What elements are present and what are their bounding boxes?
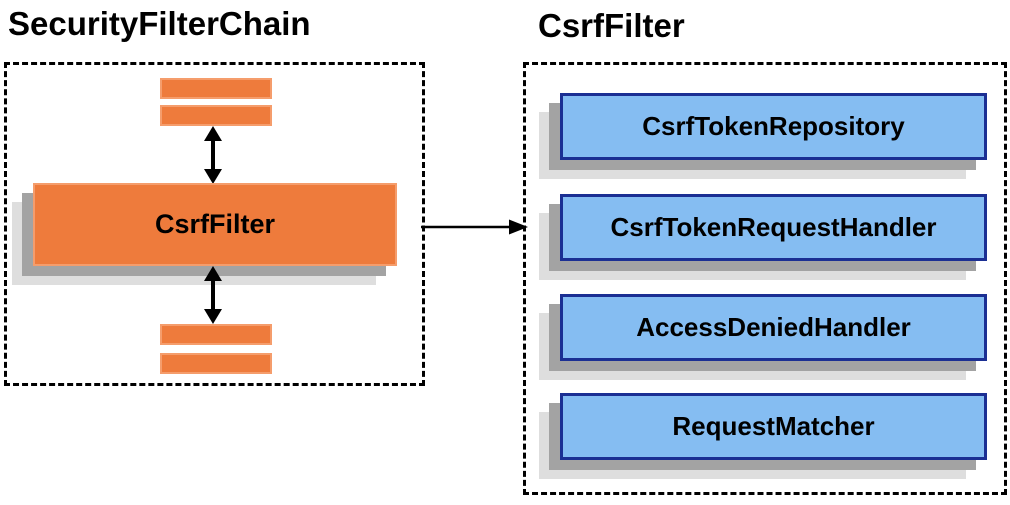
access-denied-handler-box: AccessDeniedHandler <box>560 294 987 361</box>
flow-arrow-icon <box>421 219 528 235</box>
filter-placeholder-bar <box>160 105 272 126</box>
component-box-label: CsrfTokenRequestHandler <box>610 212 937 242</box>
component-box-label: RequestMatcher <box>672 411 875 441</box>
csrf-token-request-handler-box: CsrfTokenRequestHandler <box>560 194 987 261</box>
component-box-label: AccessDeniedHandler <box>636 312 911 342</box>
filter-placeholder-bar <box>160 324 272 345</box>
security-filter-chain-title: SecurityFilterChain <box>8 5 311 42</box>
csrf-filter-box: CsrfFilter <box>33 183 397 266</box>
filter-placeholder-bar <box>160 78 272 99</box>
double-arrow-icon <box>204 266 222 324</box>
component-box-label: CsrfTokenRepository <box>642 111 905 141</box>
double-arrow-icon <box>204 126 222 184</box>
csrf-filter-title: CsrfFilter <box>538 7 685 44</box>
security-filter-chain-panel: CsrfFilter <box>4 62 425 386</box>
request-matcher-box: RequestMatcher <box>560 393 987 460</box>
csrf-filter-box-label: CsrfFilter <box>154 209 276 239</box>
filter-placeholder-bar <box>160 353 272 374</box>
csrf-filter-panel: CsrfTokenRepository CsrfTokenRequestHand… <box>523 62 1007 495</box>
csrf-token-repository-box: CsrfTokenRepository <box>560 93 987 160</box>
